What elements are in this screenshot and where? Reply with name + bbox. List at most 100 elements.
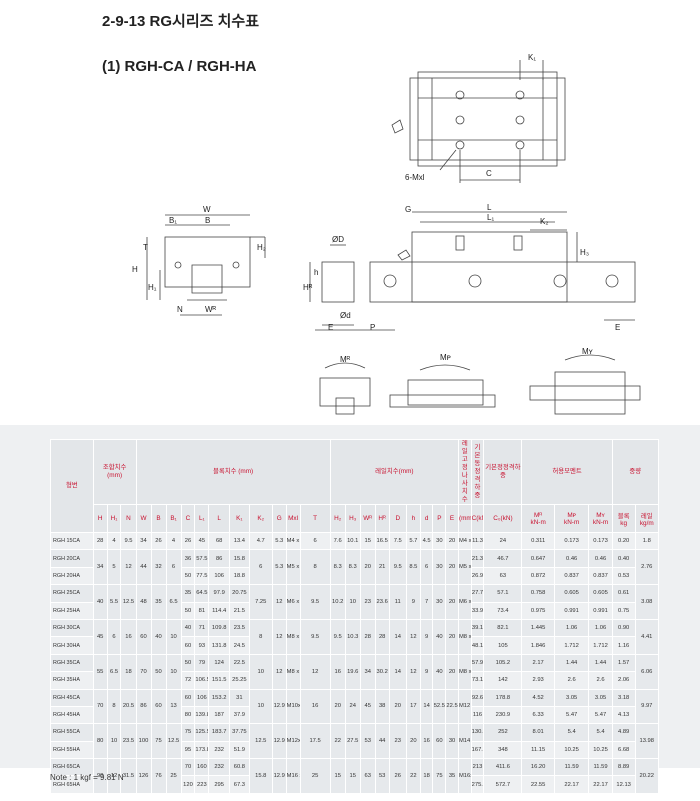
- cell-blk: 4.89: [611, 723, 636, 742]
- cell-h: 45: [92, 618, 108, 655]
- cell-b1: 13: [165, 688, 182, 725]
- cell-c0: 142: [483, 671, 523, 690]
- cell-c: 26: [180, 531, 196, 551]
- page-title: 2-9-13 RG시리즈 치수표: [102, 13, 259, 30]
- cell-w: 100: [135, 723, 152, 760]
- cell-c0: 178.8: [483, 688, 523, 707]
- cell-h2: 7.6: [329, 531, 346, 551]
- cell-c: 70: [180, 758, 196, 777]
- cell-mp: 5.4: [553, 723, 590, 742]
- col-19: h: [405, 504, 421, 533]
- cell-h: 8.5: [405, 549, 421, 586]
- cell-l: 106: [208, 566, 231, 586]
- cell-l1: 160: [194, 758, 210, 777]
- cell-e: 20: [445, 531, 459, 551]
- cell-blk: 0.75: [611, 601, 636, 620]
- cell-mxl: M10x17: [285, 688, 301, 725]
- cell-mr: 6.33: [521, 705, 555, 725]
- cell-bolt: M4 x 16: [457, 531, 472, 551]
- rail-end-drawing: [309, 244, 355, 326]
- cell-hr: 53: [374, 758, 390, 794]
- cell-h2: 15: [329, 758, 346, 794]
- cell-n: 12: [120, 549, 137, 586]
- col-4: B: [150, 504, 167, 533]
- cell-mp: 1.44: [553, 653, 590, 673]
- cell-g: 5.3: [271, 531, 287, 551]
- cell-k1: 15.8: [229, 549, 250, 568]
- cell-t: 25: [299, 758, 331, 794]
- cell-mp: 11.59: [553, 758, 590, 777]
- cell-mr: 22.55: [521, 775, 555, 794]
- cell-e: 30: [445, 723, 459, 760]
- cell-model: RGH 15CA: [50, 531, 94, 551]
- cell-blk: 6.68: [611, 740, 636, 760]
- cell-d: 11: [388, 584, 407, 620]
- col-14: H₂: [329, 504, 346, 533]
- grp-combined: 조합치수 (mm): [92, 439, 137, 505]
- cell-l1: 125.5: [194, 723, 210, 742]
- grp-rail: 레일치수(mm): [329, 439, 459, 505]
- cell-b1: 6.5: [165, 584, 182, 620]
- cell-c: 50: [180, 566, 196, 586]
- col-22: E: [445, 504, 459, 533]
- cell-c0: 572.7: [483, 775, 523, 794]
- label-hr: Hᴿ: [303, 283, 313, 292]
- label-b1: B₁: [169, 216, 177, 225]
- label-h3: H₃: [580, 248, 589, 257]
- cell-k1: 24.5: [229, 636, 250, 655]
- cell-w: 48: [135, 584, 152, 620]
- label-l1: L₁: [487, 213, 494, 222]
- cell-mxl: M4 x 8: [285, 531, 301, 551]
- cell-h: 5.7: [405, 531, 421, 551]
- cell-k2: 8: [248, 618, 273, 655]
- cell-h: 34: [92, 549, 108, 586]
- cell-p: 75: [432, 758, 447, 794]
- cell-e: 20: [445, 549, 459, 586]
- cell-d: 16: [419, 723, 434, 760]
- label-hh: h: [314, 268, 318, 277]
- grp-bolt: 레일고정나사치수: [457, 439, 472, 505]
- label-d: Ød: [340, 311, 351, 320]
- col-13: T: [299, 504, 331, 533]
- cell-h1: 5: [106, 549, 122, 586]
- cell-mr: 0.975: [521, 601, 555, 620]
- label-od: ØD: [332, 235, 344, 244]
- cell-w: 44: [135, 549, 152, 586]
- label-n: N: [177, 305, 183, 314]
- col-dyn-unit: C(kN): [470, 504, 485, 533]
- label-e2: E: [615, 323, 620, 332]
- col-20: d: [419, 504, 434, 533]
- label-t: T: [143, 243, 148, 252]
- cell-k1: 25.25: [229, 671, 250, 690]
- cell-c_dyn: 275.3: [470, 775, 485, 794]
- cell-t: 16: [299, 688, 331, 725]
- cell-l1: 57.5: [194, 549, 210, 568]
- cell-k2: 7.25: [248, 584, 273, 620]
- cell-b: 75: [150, 723, 167, 760]
- cell-my: 10.25: [588, 740, 613, 760]
- grp-weight: 중량: [611, 439, 659, 505]
- cell-d: 4.5: [419, 531, 434, 551]
- cell-e: 20: [445, 653, 459, 690]
- cell-c_dyn: 213: [470, 758, 485, 777]
- cell-c_dyn: 130.5: [470, 723, 485, 742]
- cell-l1: 106.5: [194, 671, 210, 690]
- cell-h2: 9.5: [329, 618, 346, 655]
- cell-c0: 24: [483, 531, 523, 551]
- label-l: L: [487, 203, 492, 212]
- col-bolt-unit: (mm): [457, 504, 472, 533]
- cell-blk: 0.61: [611, 584, 636, 603]
- cell-k1: 18.8: [229, 566, 250, 586]
- cell-wr: 20: [359, 549, 376, 586]
- cell-c_dyn: 26.9: [470, 566, 485, 586]
- cell-c_dyn: 167.8: [470, 740, 485, 760]
- cell-l: 295: [208, 775, 231, 794]
- cell-mr: 16.20: [521, 758, 555, 777]
- moment-mr-drawing: [319, 362, 371, 415]
